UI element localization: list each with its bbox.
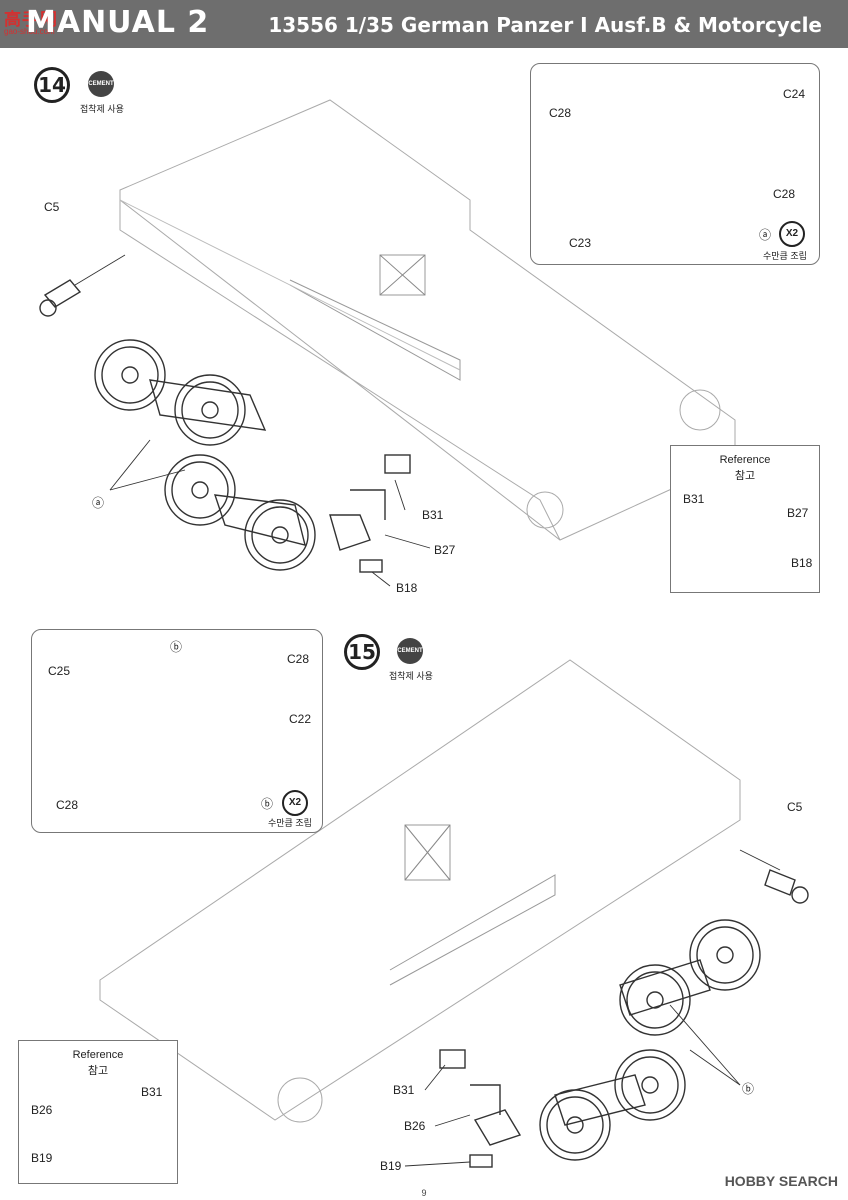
step-15-inset: ⓑ C25 C28 C22 C28 ⓑ X2 수만큼 조립: [31, 629, 323, 833]
step-14-number: 14: [34, 67, 70, 103]
watermark: HOBBY SEARCH: [724, 1173, 838, 1189]
inset-label-c28-right: C28: [773, 187, 796, 201]
reference-korean: 참고: [87, 1065, 109, 1077]
ref-label-b27: B27: [787, 506, 809, 520]
cement-icon: CEMENT: [88, 71, 114, 97]
inset-label-c22: C22: [289, 712, 312, 726]
ref-label-b18: B18: [791, 556, 813, 570]
inset-label-c28-bottom: C28: [56, 798, 79, 812]
header-bar: 高手网 gao-shou.com MANUAL 2 13556 1/35 Ger…: [0, 0, 848, 48]
x2-korean-label: 수만큼 조립: [268, 818, 312, 828]
reference-title: Reference: [719, 454, 771, 466]
cement-korean-label: 접착제 사용: [80, 104, 124, 114]
part-label-c5: C5: [44, 200, 60, 214]
part-label-c5: C5: [787, 800, 803, 814]
logo-text: 高手网: [4, 10, 58, 29]
cement-icon: CEMENT: [397, 638, 423, 664]
part-label-b27: B27: [434, 543, 456, 557]
part-label-b19: B19: [380, 1159, 402, 1173]
part-label-b31: B31: [422, 508, 444, 522]
ref-label-b31: B31: [683, 492, 705, 506]
marker-a: ⓐ: [92, 496, 105, 510]
inset-marker-a: ⓐ: [759, 228, 772, 242]
inset-label-c28-top: C28: [549, 106, 572, 120]
x2-icon: X2: [282, 790, 308, 816]
part-label-b31: B31: [393, 1083, 415, 1097]
logo-url: gao-shou.com: [4, 27, 55, 36]
step-14-reference: Reference 참고 B31 B27 B18: [670, 445, 820, 593]
inset-label-c25: C25: [48, 664, 71, 678]
step-15-number: 15: [344, 634, 380, 670]
inset-label-c28-top: C28: [287, 652, 310, 666]
inset-marker-b-top: ⓑ: [170, 640, 183, 654]
ref-label-b26: B26: [31, 1103, 53, 1117]
manual-title: MANUAL 2: [26, 5, 210, 40]
reference-korean: 참고: [734, 470, 756, 482]
cement-korean-label: 접착제 사용: [389, 671, 433, 681]
ref-label-b19: B19: [31, 1151, 53, 1165]
x2-icon: X2: [779, 221, 805, 247]
inset-label-c24: C24: [783, 87, 806, 101]
product-title: 13556 1/35 German Panzer I Ausf.B & Moto…: [268, 13, 822, 37]
step-14-inset: C28 C24 C28 C23 ⓐ X2 수만큼 조립: [530, 63, 820, 265]
part-label-b26: B26: [404, 1119, 426, 1133]
step-15-reference: Reference 참고 B31 B26 B19: [18, 1040, 178, 1184]
reference-title: Reference: [72, 1049, 124, 1061]
part-label-b18: B18: [396, 581, 418, 595]
x2-korean-label: 수만큼 조립: [763, 251, 807, 261]
marker-b: ⓑ: [742, 1082, 755, 1096]
inset-marker-b-bottom: ⓑ: [261, 797, 274, 811]
inset-label-c23: C23: [569, 236, 592, 250]
ref-label-b31: B31: [141, 1085, 163, 1099]
page-number: 9: [421, 1188, 427, 1198]
